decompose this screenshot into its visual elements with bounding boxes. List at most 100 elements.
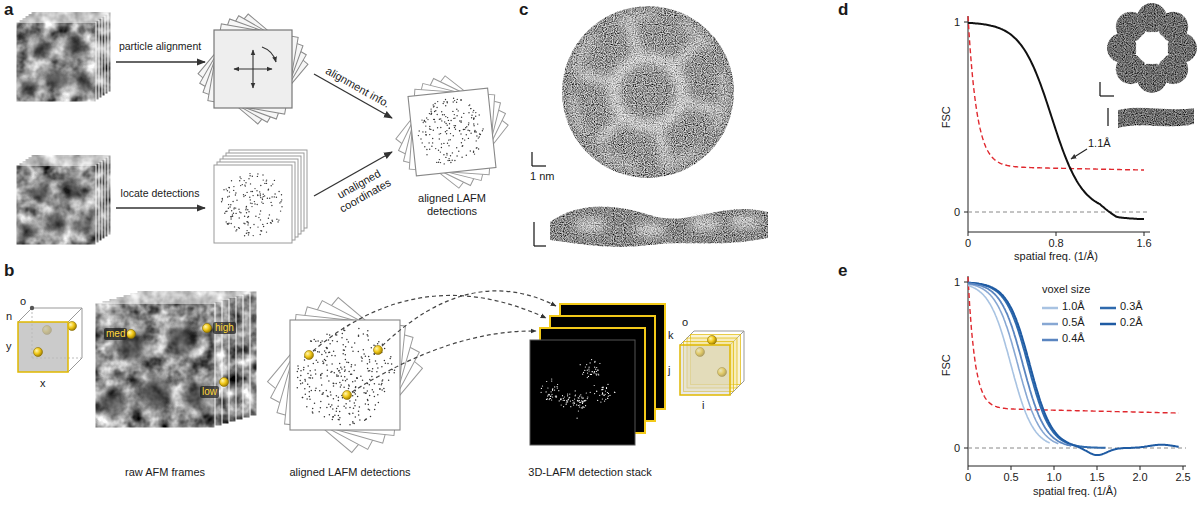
detection-dot	[334, 372, 336, 374]
detection-dot	[379, 388, 381, 390]
detection-dot	[223, 189, 224, 190]
detection-dot	[424, 121, 425, 122]
rotated-frame	[198, 14, 308, 124]
arrow-label: locate detections	[121, 187, 200, 199]
x-axis	[968, 232, 1150, 233]
detection-dot	[443, 101, 444, 102]
detection-dot	[594, 385, 595, 386]
detection-dot	[246, 221, 247, 222]
detection-dot	[336, 408, 338, 410]
detection-dot	[359, 406, 361, 408]
detection-dot	[418, 135, 419, 136]
pore-rim	[72, 70, 96, 94]
detection-dot	[594, 361, 595, 362]
ring-feature	[614, 58, 682, 126]
detection-dot	[371, 376, 373, 378]
detection-dot	[254, 188, 255, 189]
detection-dot	[456, 155, 457, 156]
detection-dot	[436, 107, 437, 108]
legend-text: 0.2Å	[1120, 316, 1143, 329]
detection-dot	[321, 384, 323, 386]
detection-dot	[460, 122, 461, 123]
detection-dot	[478, 148, 479, 149]
detection-dot	[433, 130, 434, 131]
detection-dot	[476, 135, 477, 136]
detection-dot	[372, 389, 374, 391]
detection-dot	[339, 417, 341, 419]
detection-dot	[447, 117, 448, 118]
detection-dot	[340, 367, 342, 369]
detection-dot	[233, 208, 234, 209]
detection-dot	[566, 402, 567, 403]
detection-dot	[309, 370, 311, 372]
tick-label: 1	[954, 16, 960, 29]
detection-dot	[311, 390, 313, 392]
detection-dot	[549, 399, 550, 400]
axis-letter: i	[702, 399, 704, 412]
detection-dot	[578, 400, 579, 401]
detection-dot	[354, 402, 356, 404]
detection-dot	[548, 394, 549, 395]
detection-dot	[468, 112, 469, 113]
detection-dot	[244, 184, 245, 185]
detection-dot	[257, 173, 258, 174]
detection-dot	[244, 223, 245, 224]
density-features	[572, 16, 724, 168]
detection-dot	[353, 408, 355, 410]
detection-dot	[345, 354, 347, 356]
detection-dot	[473, 123, 474, 124]
detection-dot	[244, 235, 245, 236]
detection-dot	[479, 136, 480, 137]
detection-dot	[447, 102, 448, 103]
detection-dot	[482, 128, 483, 129]
legend-title: voxel size	[1042, 283, 1090, 296]
detection-dot	[311, 341, 313, 343]
detection-dot	[480, 134, 481, 135]
detection-dot	[251, 203, 252, 204]
afm-stack	[95, 291, 257, 428]
tick	[964, 282, 968, 283]
detection-dot	[428, 142, 429, 143]
resolution-callout: 1.1Å	[1088, 137, 1111, 150]
detection-dot	[444, 163, 445, 164]
detection-dot	[602, 387, 603, 388]
pore-rim	[97, 387, 129, 419]
detection-dot	[567, 395, 568, 396]
detection-dot	[365, 355, 367, 357]
detection-dot	[254, 201, 255, 202]
detection-dot	[239, 176, 240, 177]
detection-dot	[232, 201, 233, 202]
afm-frame	[95, 303, 215, 428]
side-feature	[634, 223, 666, 237]
detection-sphere	[708, 336, 717, 345]
detection-dot	[438, 150, 439, 151]
tick	[1140, 466, 1141, 470]
detection-dot	[239, 228, 240, 229]
detection-dot	[469, 130, 470, 131]
detection-dot	[602, 393, 603, 394]
detection-dot	[263, 179, 264, 180]
detection-dot	[351, 373, 353, 375]
detection-dot	[384, 348, 386, 350]
detection-dot	[573, 404, 574, 405]
detection-dot	[245, 182, 246, 183]
detection-dot	[229, 187, 230, 188]
detection-dot	[367, 330, 369, 332]
detection-dot	[250, 202, 251, 203]
detection-dot	[576, 404, 577, 405]
detection-dot	[596, 367, 597, 368]
tick	[1097, 466, 1098, 470]
detection-dot	[608, 393, 609, 394]
detection-dot	[579, 396, 580, 397]
detection-dot	[335, 383, 337, 385]
detection-dot	[462, 138, 463, 139]
detection-dot	[229, 191, 230, 192]
detection-dot	[464, 139, 465, 140]
detection-dot	[450, 155, 451, 156]
detection-dot	[260, 219, 261, 220]
pore	[167, 326, 196, 355]
legend-text: 1.0Å	[1062, 300, 1085, 313]
tick-label: 1	[954, 276, 960, 289]
detection-dot	[280, 210, 281, 211]
detection-dot	[271, 222, 272, 223]
